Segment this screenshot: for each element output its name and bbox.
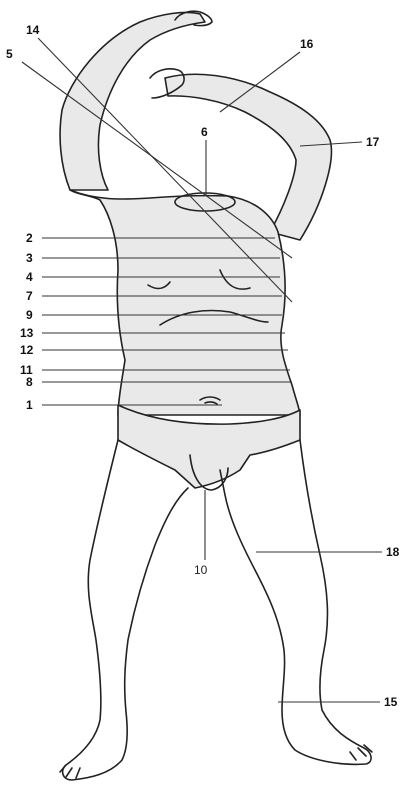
label-15: 15 (384, 695, 398, 709)
label-1: 1 (26, 398, 33, 412)
label-8: 8 (26, 375, 33, 389)
label-12: 12 (20, 343, 34, 357)
left-leg (220, 440, 371, 764)
label-11: 11 (20, 363, 33, 377)
pelvic-skirt (118, 405, 300, 488)
label-17: 17 (366, 135, 380, 149)
label-9: 9 (26, 308, 33, 322)
raised-right-arm (60, 12, 205, 190)
label-14: 14 (26, 23, 40, 37)
label-5: 5 (6, 47, 13, 61)
label-16: 16 (300, 37, 314, 51)
label-6: 6 (201, 125, 208, 139)
label-10: 10 (194, 563, 208, 577)
label-3: 3 (26, 251, 33, 265)
shaded-body-region (60, 12, 331, 488)
torso (70, 190, 300, 415)
label-7: 7 (26, 289, 33, 303)
label-18: 18 (386, 545, 400, 559)
label-4: 4 (26, 270, 33, 284)
label-2: 2 (26, 231, 33, 245)
label-13: 13 (20, 326, 34, 340)
right-leg (63, 440, 188, 780)
